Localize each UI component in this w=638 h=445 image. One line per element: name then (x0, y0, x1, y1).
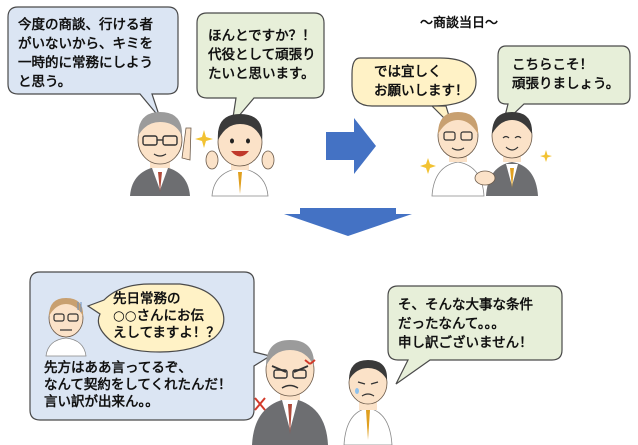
partner-speech-text: こちらこそ！ 頑張りましょう。 (512, 57, 620, 92)
manager-character (130, 112, 192, 196)
manager-speech-text: 今度の商談、行ける者 がいないから、キミを 一時的に常務にしよう と思う。 (18, 17, 153, 90)
partner-character (486, 112, 538, 196)
client-speech-bubble (351, 57, 477, 127)
angry-boss-character (252, 340, 328, 445)
right-arrow-icon (326, 118, 376, 174)
employee-apology-bubble (387, 285, 563, 385)
employee-speech-text: ほんとですか？！ 代役として頑張り たいと思います。 (208, 28, 316, 82)
sparkle-icon (420, 150, 552, 174)
down-arrow-icon (284, 208, 412, 236)
apologizing-employee-character (343, 360, 393, 445)
client-speech-text: では宜しく お願いします！ (374, 64, 469, 99)
scene-title: ～商談当日～ (420, 16, 499, 31)
anger-mark-icon (254, 359, 316, 411)
employee-character (205, 114, 275, 197)
employee-speech-bubble (196, 12, 325, 127)
boss-speech-text: 先方はああ言ってるぞ、 なんて契約をしてくれたんだ！ 言い訳が出来ん。。 (44, 360, 232, 410)
employee-apology-text: そ、そんな大事な条件 だったなんて。。。 申し訳ございません！ (398, 297, 533, 351)
client-quote-bubble (86, 283, 225, 353)
client-quote-text: 先日常務の ○○さんにお伝 えしてますよ！？ (113, 291, 220, 341)
sparkle-icon (195, 130, 213, 148)
handshake (474, 170, 496, 186)
client-portrait-character (45, 298, 87, 357)
manager-speech-bubble (7, 6, 179, 119)
client-character (431, 112, 485, 197)
